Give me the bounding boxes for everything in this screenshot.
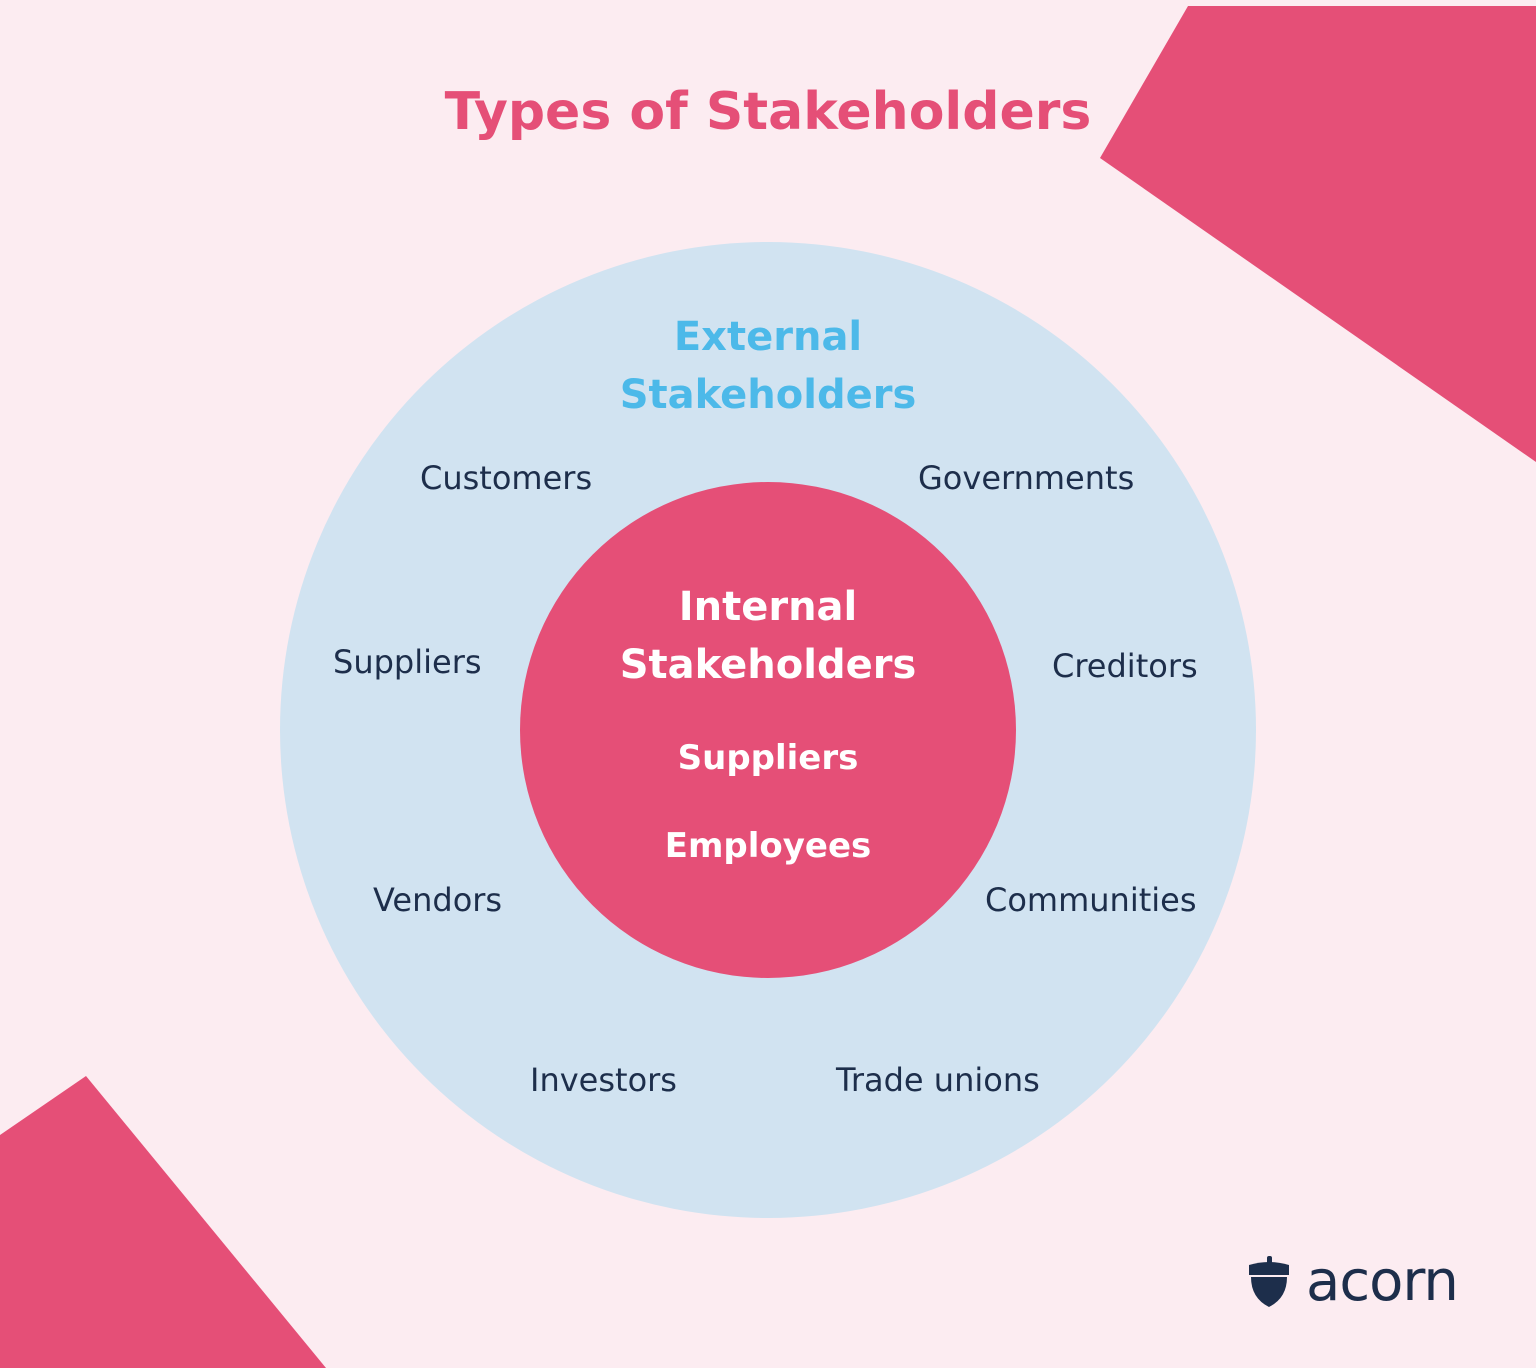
external-item-communities: Communities	[985, 881, 1197, 919]
internal-title-line2: Stakeholders	[619, 642, 917, 688]
external-title-line1: External	[673, 314, 863, 360]
internal-item-employees: Employees	[664, 826, 872, 866]
bottom-left-decoration	[0, 1076, 326, 1368]
acorn-icon	[1249, 1256, 1289, 1307]
external-item-governments: Governments	[918, 459, 1135, 497]
external-item-investors: Investors	[530, 1061, 677, 1099]
external-item-trade-unions: Trade unions	[836, 1061, 1040, 1099]
external-item-creditors: Creditors	[1052, 647, 1198, 685]
internal-stakeholders-circle	[520, 482, 1016, 978]
top-right-decoration	[1100, 6, 1536, 462]
external-item-suppliers: Suppliers	[333, 643, 482, 681]
external-title-line2: Stakeholders	[619, 372, 917, 418]
internal-stakeholders-title: Internal Stakeholders	[568, 578, 968, 694]
page-title: Types of Stakeholders	[444, 82, 1092, 142]
internal-item-suppliers: Suppliers	[677, 738, 859, 778]
logo-wordmark: acorn	[1306, 1249, 1459, 1314]
internal-title-line1: Internal	[678, 584, 858, 630]
external-item-customers: Customers	[420, 459, 593, 497]
external-item-vendors: Vendors	[373, 881, 503, 919]
acorn-logo: acorn	[1246, 1249, 1459, 1314]
external-stakeholders-title: External Stakeholders	[468, 308, 1068, 424]
